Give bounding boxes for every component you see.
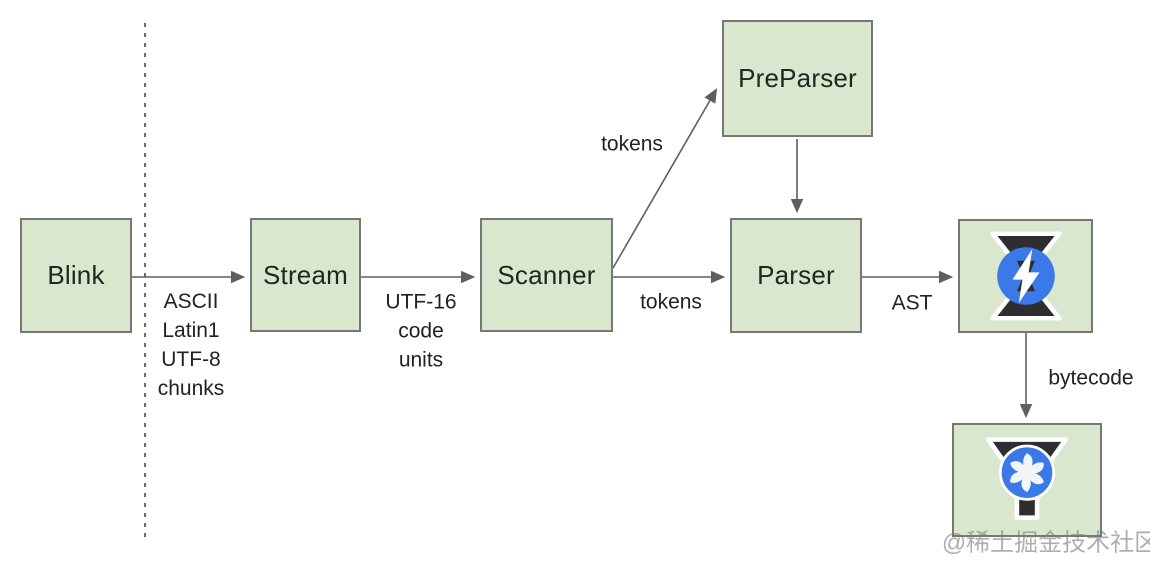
node-stream-label: Stream	[262, 259, 348, 290]
node-blink-label: Blink	[47, 260, 105, 290]
edge-label-bytecode: bytecode	[1048, 366, 1134, 390]
edge-label-encoding-chunks: ASCII Latin1 UTF-8 chunks	[157, 290, 225, 400]
node-preparser: PreParser	[722, 20, 873, 137]
node-preparser-label: PreParser	[738, 63, 857, 93]
node-ignition	[958, 219, 1093, 333]
node-stream: Stream	[250, 218, 361, 332]
ignition-icon	[989, 231, 1062, 321]
node-blink: Blink	[20, 218, 132, 333]
edge-label-tokens-to-preparser: tokens	[601, 132, 663, 156]
edge-label-ast: AST	[891, 291, 933, 315]
node-parser: Parser	[730, 218, 862, 333]
edge-label-tokens-to-parser: tokens	[640, 290, 702, 314]
edge-label-utf16-code-units: UTF-16 code units	[385, 290, 457, 372]
turbofan-icon	[986, 437, 1068, 521]
node-turbofan	[952, 423, 1102, 537]
node-parser-label: Parser	[757, 260, 835, 290]
node-scanner-label: Scanner	[497, 259, 596, 290]
arrow-scanner-to-preparser	[612, 88, 718, 269]
node-scanner: Scanner	[480, 218, 613, 332]
juejin-watermark: @稀土掘金技术社区	[941, 529, 1150, 557]
